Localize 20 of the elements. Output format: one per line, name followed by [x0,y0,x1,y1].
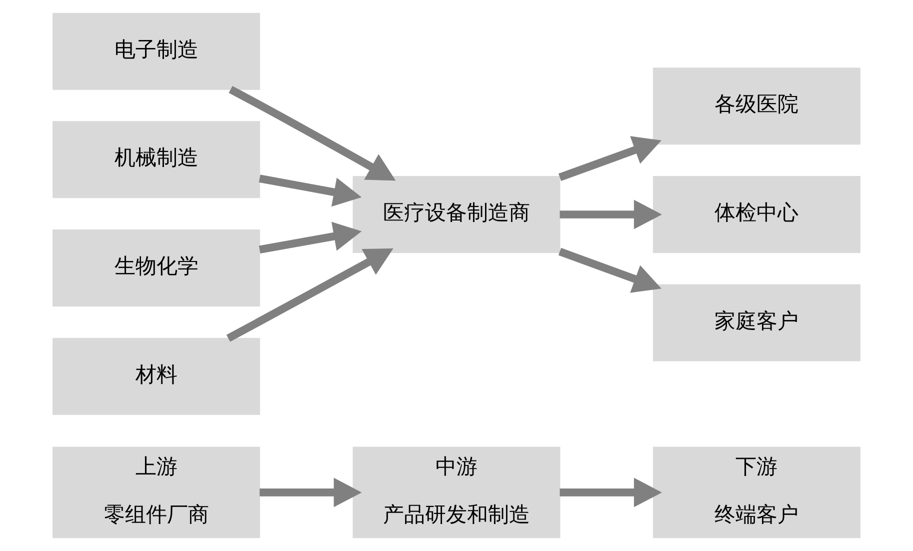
node-box: 体检中心 [652,176,860,253]
arrow [560,200,662,230]
arrow [558,136,662,182]
arrow [558,248,662,293]
node-box: 下游 终端客户 [652,446,860,538]
node-box: 机械制造 [52,121,260,198]
node-box: 各级医院 [652,68,860,145]
arrow [260,478,362,508]
node-box: 生物化学 [52,230,260,306]
node-box: 中游 产品研发和制造 [352,446,560,538]
node-box: 家庭客户 [652,284,860,362]
arrow [258,222,362,254]
node-box: 电子制造 [52,12,260,90]
arrow [228,86,396,181]
arrow [226,248,394,342]
node-box: 医疗设备制造商 [352,176,560,253]
arrow [560,478,662,508]
node-box: 材料 [52,338,260,415]
arrow [258,174,362,207]
node-box: 上游 零组件厂商 [52,446,260,538]
